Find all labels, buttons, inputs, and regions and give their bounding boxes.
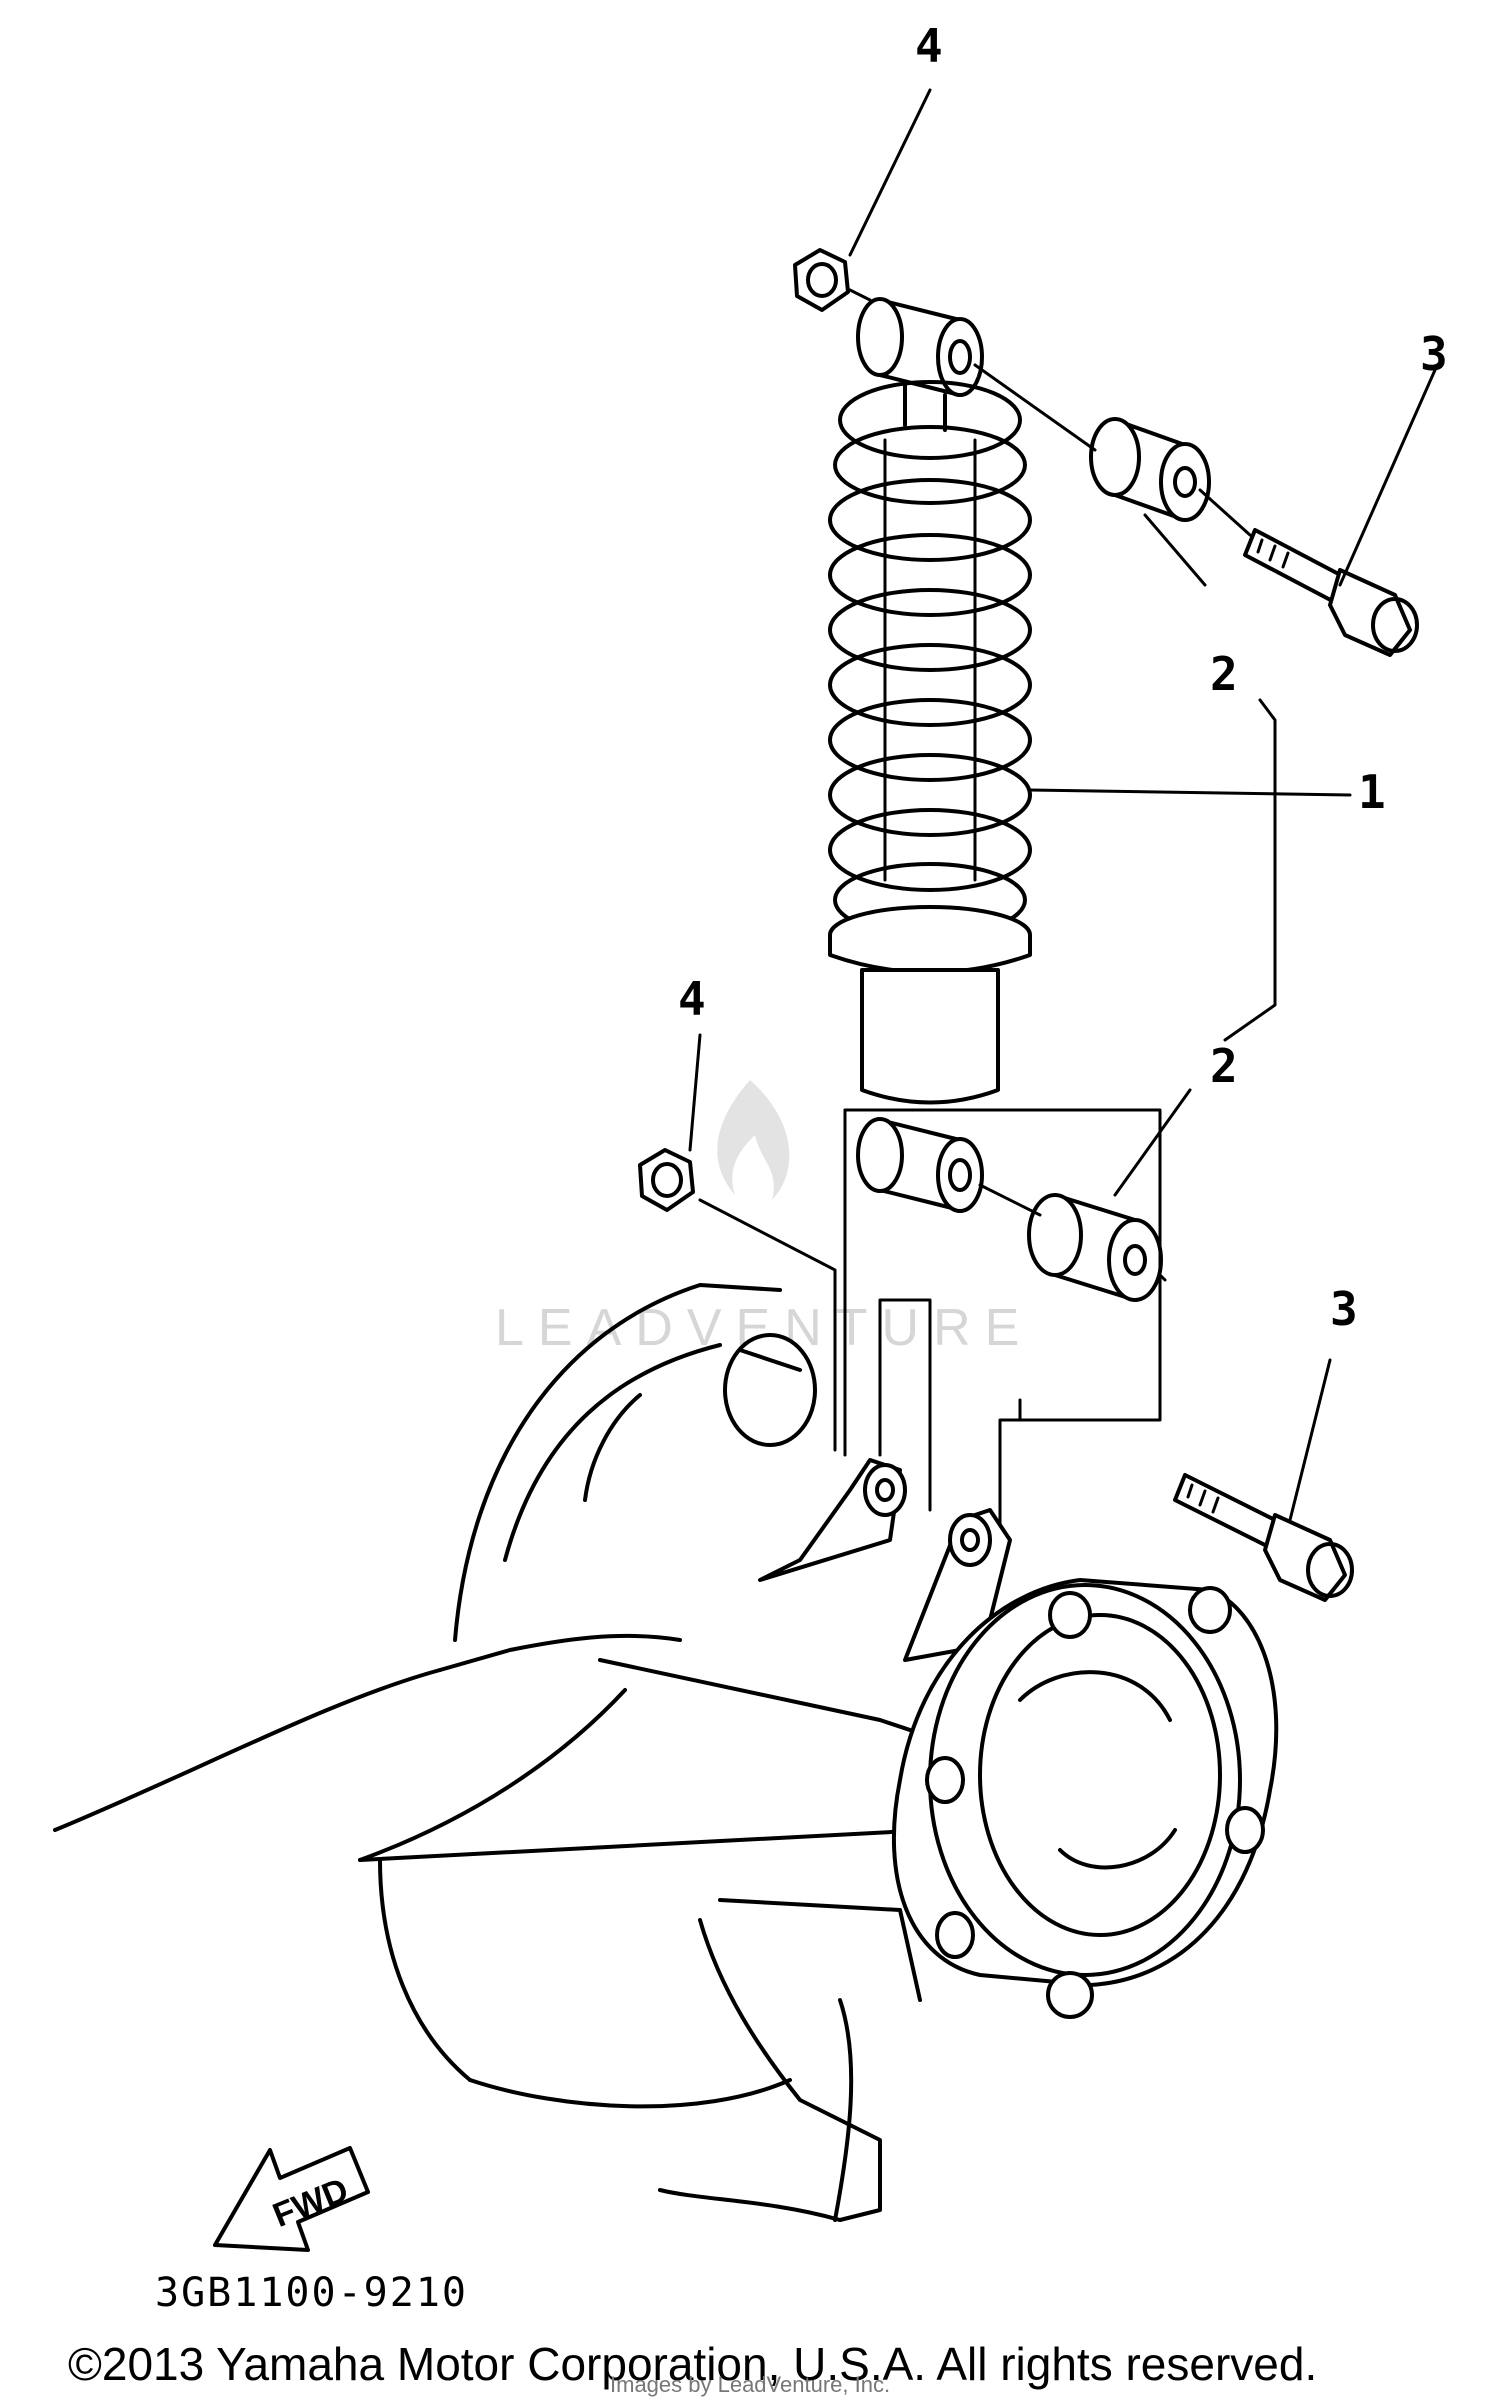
callout-4-upper: 4: [915, 19, 943, 73]
callout-3-lower: 3: [1330, 1282, 1358, 1336]
callout-2-upper: 2: [1210, 647, 1238, 701]
watermark-small: Images by LeadVenture, Inc.: [610, 2372, 890, 2397]
assembly-lines: [698, 288, 1252, 1572]
coil-spring: [828, 380, 1032, 938]
bushing-upper: [1089, 417, 1211, 522]
shock-absorber: [828, 297, 1032, 1213]
callout-4-lower: 4: [678, 972, 706, 1026]
callout-3-upper: 3: [1420, 327, 1448, 381]
axle-housing: [53, 1283, 1279, 2222]
watermark: LEADVENTURE: [495, 1080, 1019, 1357]
leader-lines: [688, 88, 1437, 1522]
callout-1: 1: [1358, 765, 1386, 819]
bolt-lower: [1173, 1473, 1354, 1602]
nut-lower: [638, 1148, 695, 1212]
wheel-hub: [892, 1578, 1279, 2019]
forward-arrow: FWD: [213, 2146, 370, 2252]
bolt-upper: [1243, 528, 1419, 657]
nut-upper: [793, 248, 850, 312]
callout-2-lower: 2: [1210, 1039, 1238, 1093]
bushing-lower: [1027, 1193, 1163, 1302]
part-number: 3GB1100-9210: [155, 2270, 468, 2316]
copyright: ©2013 Yamaha Motor Corporation, U.S.A. A…: [68, 2338, 1317, 2390]
